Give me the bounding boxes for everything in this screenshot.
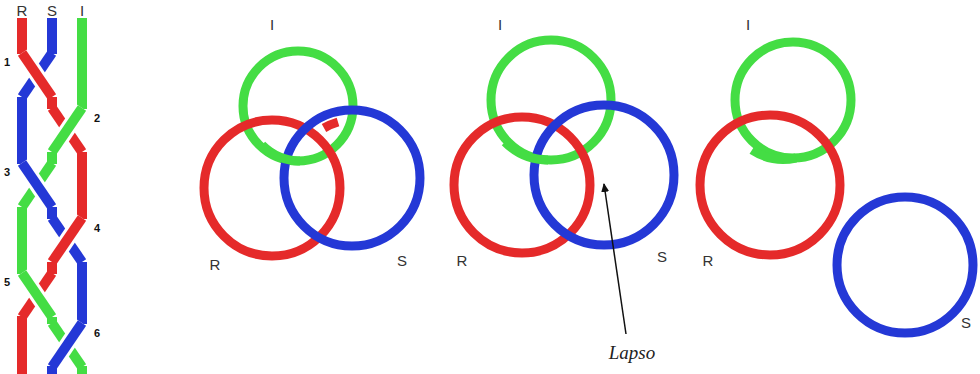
braid-strand [17,207,27,274]
braid-strand [22,53,52,97]
crossing-number: 5 [4,277,10,288]
braid-strand [77,366,87,374]
strand-name: S [47,2,57,17]
strand-name: I [80,2,84,17]
braid-strand [22,273,52,317]
crossing-number: 3 [4,167,10,178]
strand-name: R [17,2,28,17]
crossing-number: 2 [94,113,100,124]
ring-name: R [703,253,714,268]
braid-strand [52,218,82,262]
braid-strand [47,366,57,374]
braid-strand [22,273,52,317]
rings-linked [204,51,420,256]
braid-strand [22,53,52,97]
callout-text: Lapso [609,343,655,362]
braid-strand [52,323,82,367]
rings-with-lapse [454,40,674,253]
braid-strand [52,323,82,367]
braid-strand [22,163,52,207]
braid-strand [22,163,52,207]
braid-strand [77,18,87,109]
braid-strand [52,218,82,262]
crossing-number: 4 [94,223,100,234]
braid-strand [17,316,27,374]
braid-strand [17,18,27,54]
ring-name: R [457,253,468,268]
ring-name: I [746,17,750,32]
ring-name: S [397,253,407,268]
braid-strand [52,108,82,152]
braid-strand [17,97,27,164]
ring-name: I [498,17,502,32]
braid-strand [52,218,82,262]
braid-drawing [22,18,82,374]
braid-strand [47,18,57,54]
braid-strand [52,108,82,152]
ring-name: R [210,257,221,272]
braid-strand [77,262,87,324]
ring-name: I [270,17,274,32]
braid-strand [52,108,82,152]
crossing-number: 6 [94,328,100,339]
crossing-number: 1 [4,57,10,68]
braid-strand [22,53,52,97]
ring-name: S [961,315,971,330]
braid-strand [22,273,52,317]
leader-arrow [604,184,626,334]
rings-separated [700,42,973,333]
braid-strand [77,152,87,219]
ring-name: S [657,249,667,264]
braid-strand [52,323,82,367]
braid-strand [22,163,52,207]
